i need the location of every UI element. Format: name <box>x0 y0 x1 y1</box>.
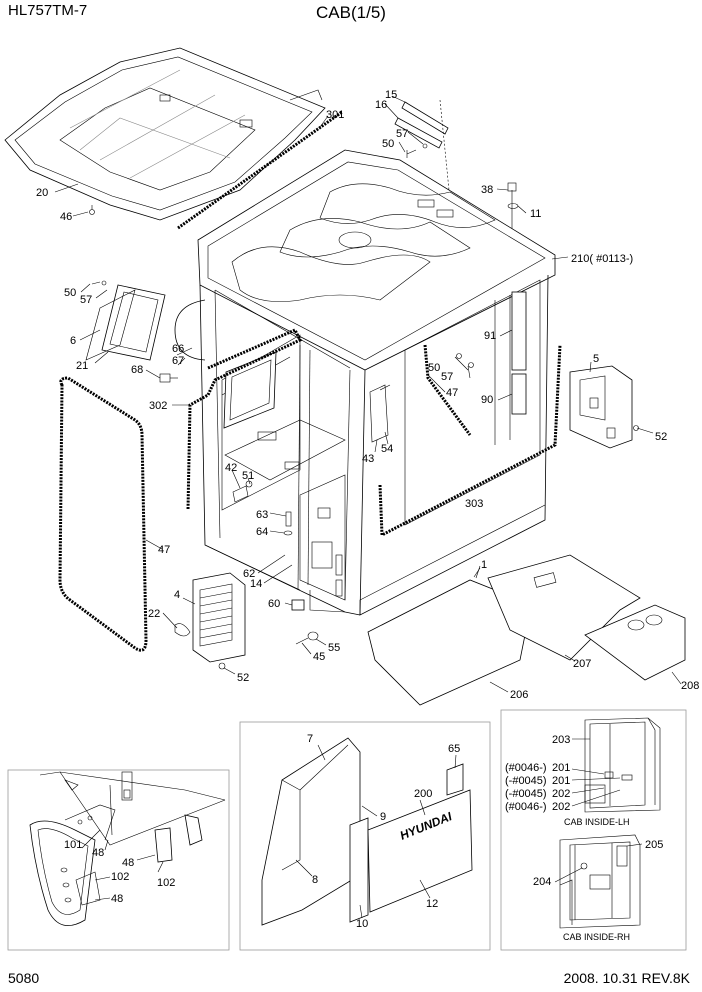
callout-302: 302 <box>149 400 167 412</box>
callout-62: 62 <box>243 568 255 580</box>
seal-303 <box>378 344 562 538</box>
callout-5: 5 <box>593 353 599 365</box>
callout-202: 202 <box>552 788 570 800</box>
callout-52: 52 <box>655 431 667 443</box>
callout-303: 303 <box>465 498 483 510</box>
inset-cab-inside-box <box>500 709 687 951</box>
cab-inside-rh-caption: CAB INSIDE-RH <box>563 932 630 942</box>
callout-48: 48 <box>122 857 134 869</box>
callout-66: 66 <box>172 343 184 355</box>
callout-47: 47 <box>446 387 458 399</box>
callout-203: 203 <box>552 734 570 746</box>
callout-200: 200 <box>414 788 432 800</box>
callout-91: 91 <box>484 330 496 342</box>
callout-1: 1 <box>481 559 487 571</box>
window-panel <box>85 280 178 383</box>
page-title: CAB(1/5) <box>316 3 386 22</box>
callout-6: 6 <box>70 335 76 347</box>
callout-50: 50 <box>382 138 394 150</box>
callout-14: 14 <box>250 578 262 590</box>
seal-47-upper <box>423 344 472 436</box>
callout-52: 52 <box>237 672 249 684</box>
inset-step-box <box>7 769 230 951</box>
callout-4: 4 <box>174 589 180 601</box>
callout-202: 202 <box>552 801 570 813</box>
vent-panel-4 <box>174 572 246 670</box>
callout-38: 38 <box>481 184 493 196</box>
callout-201: 201 <box>552 762 570 774</box>
callout-7: 7 <box>307 733 313 745</box>
callout-43: 43 <box>362 453 374 465</box>
callout-207: 207 <box>573 658 591 670</box>
callout-22: 22 <box>148 608 160 620</box>
callout-9: 9 <box>380 811 386 823</box>
callout-12: 12 <box>426 898 438 910</box>
callout-8: 8 <box>312 874 318 886</box>
callout-50: 50 <box>64 287 76 299</box>
callout-102: 102 <box>157 877 175 889</box>
callout-15: 15 <box>385 89 397 101</box>
inset-trim-box <box>239 721 491 951</box>
callout-68: 68 <box>131 364 143 376</box>
model-number: HL757TM-7 <box>8 2 88 19</box>
callout-204: 204 <box>533 876 551 888</box>
callout-301: 301 <box>326 109 344 121</box>
callout-20: 20 <box>36 187 48 199</box>
callout-48: 48 <box>92 847 104 859</box>
callout-16: 16 <box>375 99 387 111</box>
callout-10: 10 <box>356 918 368 930</box>
serial-range-label: (-#0045) <box>505 775 547 787</box>
inset-trim-drawing <box>261 737 473 926</box>
seal-301 <box>177 110 343 230</box>
callout-48: 48 <box>111 893 123 905</box>
cab-inside-rh-drawing <box>554 834 643 929</box>
callout-51: 51 <box>242 470 254 482</box>
inset-step-drawing <box>29 771 226 927</box>
cab-inside-lh-drawing <box>571 717 661 813</box>
callout-102: 102 <box>111 871 129 883</box>
callout-67: 67 <box>172 355 184 367</box>
serial-range-label: (#0046-) <box>505 762 547 774</box>
callout-47: 47 <box>158 544 170 556</box>
callout-55: 55 <box>328 642 340 654</box>
callout-208: 208 <box>681 680 699 692</box>
revision-date: 2008. 10.31 REV.8K <box>563 970 690 986</box>
callout-50: 50 <box>428 362 440 374</box>
callout-46: 46 <box>60 211 72 223</box>
callout-42: 42 <box>225 462 237 474</box>
floor-mat-assembly <box>4 47 326 221</box>
callout-57: 57 <box>441 371 453 383</box>
serial-range-label: (-#0045) <box>505 788 547 800</box>
cab-body <box>174 149 556 616</box>
door-seal-47 <box>58 376 148 652</box>
cab-inside-lh-caption: CAB INSIDE-LH <box>564 817 630 827</box>
callout-206: 206 <box>510 689 528 701</box>
callout-63: 63 <box>256 509 268 521</box>
callout-64: 64 <box>256 526 268 538</box>
callout-65: 65 <box>448 743 460 755</box>
callout-57: 57 <box>80 294 92 306</box>
callout-54: 54 <box>381 443 393 455</box>
callout-210: 210( #0113-) <box>571 253 633 265</box>
leader-lines <box>54 95 682 693</box>
callout-11: 11 <box>530 208 541 220</box>
callout-45: 45 <box>313 651 325 663</box>
callout-90: 90 <box>481 394 493 406</box>
callout-101: 101 <box>64 839 82 851</box>
page-number: 5080 <box>8 970 40 986</box>
callout-57: 57 <box>396 128 408 140</box>
floor-mats <box>367 554 686 706</box>
callout-205: 205 <box>645 839 663 851</box>
cover-panel-5 <box>569 365 639 449</box>
callout-201: 201 <box>552 775 570 787</box>
callout-21: 21 <box>76 360 88 372</box>
callout-60: 60 <box>268 598 280 610</box>
serial-range-label: (#0046-) <box>505 801 547 813</box>
center-hardware <box>232 353 474 645</box>
